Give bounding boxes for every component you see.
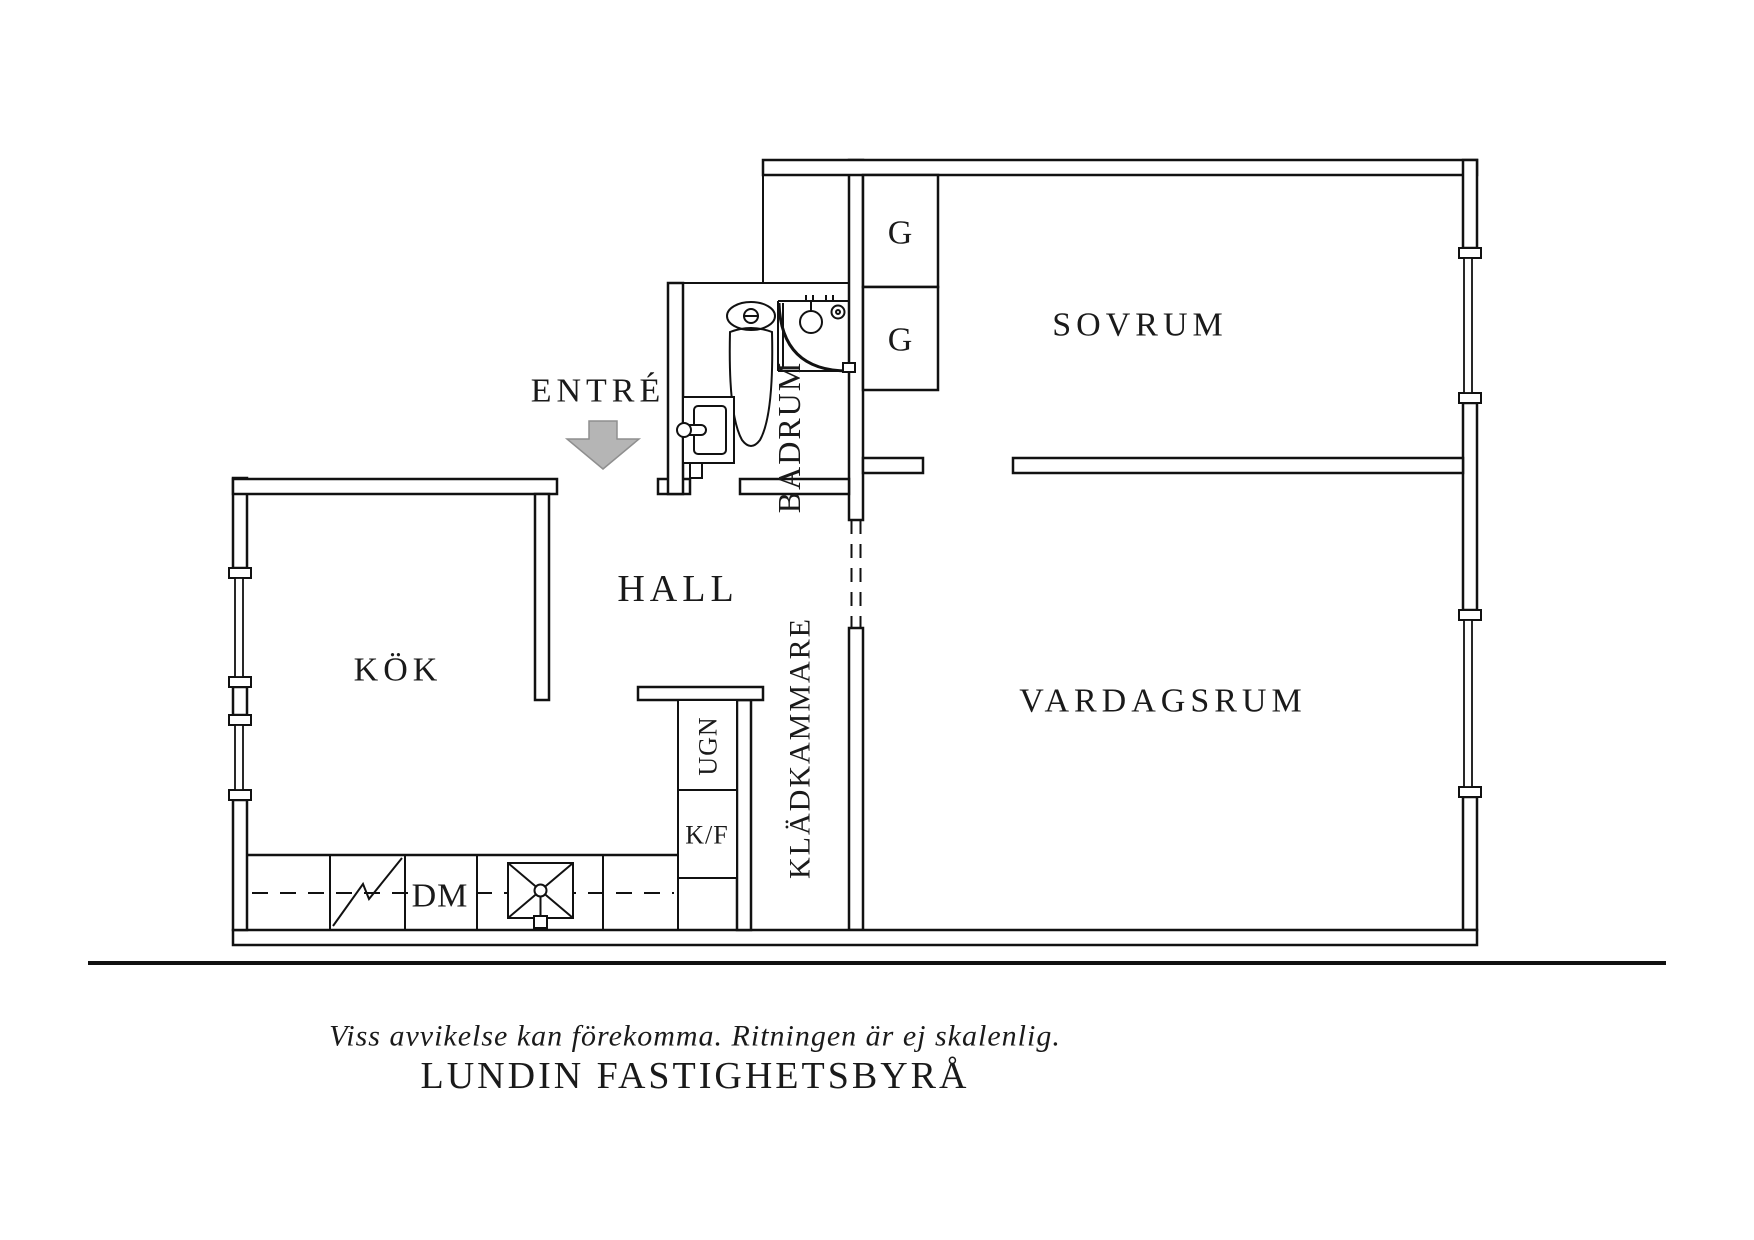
shaft [668, 175, 849, 284]
opening-dashed [850, 520, 862, 628]
room-label-badrum: BADRUM [771, 361, 807, 513]
wall-topleft [231, 477, 559, 496]
sink-symbol [332, 857, 403, 927]
oven-label: UGN [694, 716, 723, 775]
wall-sovrum-divider-right [1011, 456, 1465, 475]
wall-top [761, 158, 1479, 177]
oven-box [677, 699, 738, 791]
bathroom-fixtures [676, 295, 856, 479]
wall-sovrum-divider-left [861, 456, 925, 475]
wall-right-a [1461, 158, 1479, 250]
wall-kok-divider [533, 492, 551, 702]
wall-kladkammare-left [735, 698, 753, 932]
wall-kladkammare-top [636, 685, 765, 702]
dishwasher-label: DM [412, 878, 469, 915]
wardrobe-label-2: G [888, 322, 913, 359]
room-label-sovrum: SOVRUM [1052, 307, 1227, 344]
wall-bottom [231, 928, 1479, 947]
window-kok-2 [228, 714, 252, 801]
wardrobes [861, 173, 940, 392]
wall-left-b [231, 685, 249, 717]
room-label-hall: HALL [617, 568, 738, 610]
window-vardagsrum [1458, 609, 1482, 798]
fridge-freezer-box [677, 789, 738, 879]
shower-icon [777, 295, 856, 373]
fridge-freezer-label: K/F [685, 821, 728, 850]
window-sovrum [1458, 247, 1482, 404]
wardrobe-label-1: G [888, 215, 913, 252]
wall-badrum-left [666, 281, 685, 496]
entrance-arrow-icon [564, 420, 642, 470]
wall-center-vertical-upper [847, 158, 865, 522]
appliance-column [677, 699, 738, 930]
walls [231, 158, 1479, 947]
window-kok-1 [228, 567, 252, 688]
room-label-vardagsrum: VARDAGSRUM [1019, 683, 1306, 720]
footer-brand: LUNDIN FASTIGHETSBYRÅ [421, 1055, 970, 1097]
dm-halo [409, 874, 471, 914]
sink-icon [676, 396, 735, 464]
wall-right-b [1461, 401, 1479, 612]
wardrobe-box-2 [861, 285, 940, 392]
wall-badrum-bottom-right [738, 477, 851, 496]
footer-disclaimer: Viss avvikelse kan förekomma. Ritningen … [329, 1020, 1061, 1053]
wall-right-c [1461, 795, 1479, 932]
room-label-entre: ENTRÉ [531, 373, 666, 410]
stove-symbol [507, 862, 574, 929]
wall-center-vertical-lower [847, 626, 865, 932]
windows [228, 247, 1482, 801]
room-label-kok: KÖK [354, 652, 443, 689]
wall-left-c [231, 798, 249, 932]
room-label-kladkammare: KLÄDKAMMARE [784, 617, 817, 879]
